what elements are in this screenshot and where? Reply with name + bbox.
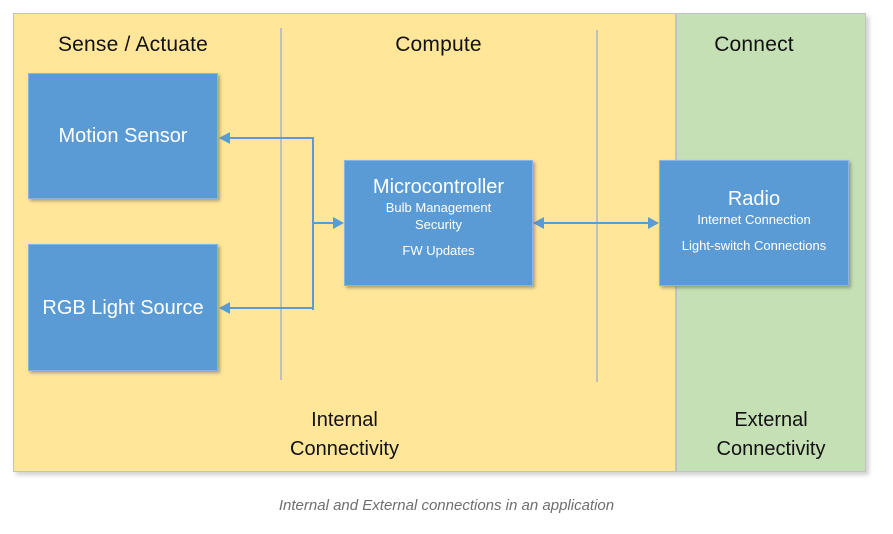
divider-compute-connect — [596, 30, 598, 382]
arrowhead-left-micro-icon — [533, 217, 544, 229]
external-connectivity-label: External Connectivity — [676, 406, 866, 464]
header-compute: Compute — [395, 33, 482, 56]
arrowhead-right-radio-icon — [648, 217, 659, 229]
external-connectivity-line1: External — [734, 409, 808, 431]
connector-to-rgb-light-line — [228, 307, 314, 309]
motion-sensor-label: Motion Sensor — [58, 125, 188, 147]
rgb-light-source-label: RGB Light Source — [42, 296, 204, 319]
rgb-light-source-box: RGB Light Source — [28, 244, 218, 371]
divider-sense-compute — [280, 28, 282, 380]
internal-connectivity-line2: Connectivity — [290, 438, 399, 460]
internal-connectivity-label: Internal Connectivity — [13, 406, 676, 464]
internal-connectivity-line1: Internal — [311, 409, 378, 431]
microcontroller-feature-security: Security — [415, 217, 462, 232]
figure-caption: Internal and External connections in an … — [278, 497, 615, 514]
microcontroller-feature-fw-updates: FW Updates — [402, 243, 475, 258]
motion-sensor-box: Motion Sensor — [28, 73, 218, 199]
external-connectivity-line2: Connectivity — [716, 438, 826, 460]
header-connect: Connect — [714, 33, 794, 56]
radio-title: Radio — [727, 188, 781, 210]
microcontroller-title: Microcontroller — [372, 176, 505, 198]
connector-micro-radio-line — [543, 222, 649, 224]
connector-to-microcontroller-line — [312, 222, 334, 224]
radio-feature-light-switch-connections: Light-switch Connections — [681, 238, 827, 253]
microcontroller-box: Microcontroller Bulb Management Security… — [344, 160, 533, 286]
radio-feature-internet-connection: Internet Connection — [697, 212, 811, 227]
spacer — [345, 233, 532, 242]
arrowhead-left-rgb-light-icon — [219, 302, 230, 314]
arrowhead-left-motion-sensor-icon — [219, 132, 230, 144]
header-sense-actuate: Sense / Actuate — [57, 33, 209, 56]
radio-box: Radio Internet Connection Light-switch C… — [659, 160, 849, 286]
arrowhead-right-microcontroller-icon — [333, 217, 344, 229]
spacer — [660, 228, 848, 237]
microcontroller-feature-bulb-management: Bulb Management — [385, 200, 492, 215]
connector-to-motion-sensor-line — [228, 137, 314, 139]
